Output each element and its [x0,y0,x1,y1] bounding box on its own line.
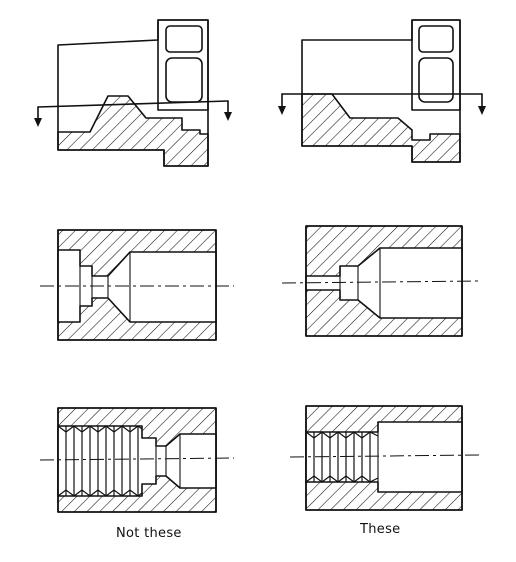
row3-left-part [39,407,235,513]
row2-right-part [281,225,481,337]
thread-lines-left [57,425,143,497]
row3-right-part [289,405,481,511]
thread-lines-right [305,431,379,483]
row1-left-part [34,19,232,167]
caption-these: These [360,522,401,537]
caption-not-these: Not these [116,526,182,541]
row1-right-part [278,19,486,163]
row2-left-part [40,229,234,341]
